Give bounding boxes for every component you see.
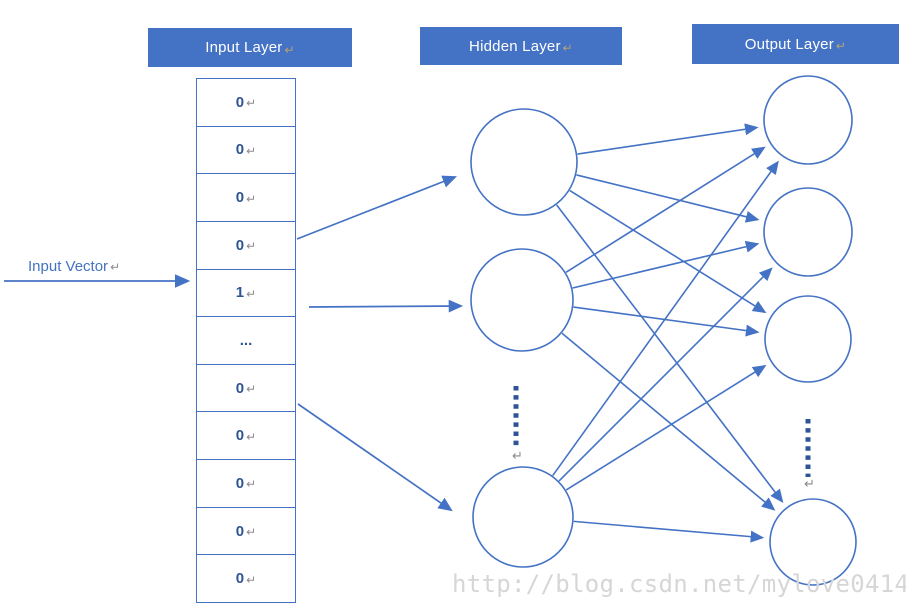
hidden-layer-header: Hidden Layer↵: [420, 27, 622, 65]
input-cell: 0↵: [197, 365, 295, 413]
input-to-hidden-arrow: [308, 299, 464, 313]
hidden-layer-node: [472, 466, 574, 568]
hidden-to-output-connection: [556, 204, 784, 504]
hidden-to-output-connection: [577, 123, 759, 155]
hidden-to-output-connection: [565, 146, 766, 273]
input-cell-value: ...: [239, 332, 253, 350]
hidden-layer-node: [470, 248, 574, 352]
input-cell: 0↵: [197, 127, 295, 175]
hidden-to-output-connection: [558, 267, 773, 482]
input-cell-value: 0: [235, 236, 245, 254]
input-to-hidden-arrow: [296, 175, 458, 240]
input-cell: ...: [197, 317, 295, 365]
return-mark-icon: ↵: [835, 39, 847, 53]
input-cell-value: 0: [235, 570, 245, 588]
input-cell-value: 0: [235, 141, 245, 159]
input-cell-value: 0: [235, 522, 245, 540]
output-layer-node: [769, 498, 857, 586]
hidden-layer-node: [470, 108, 578, 216]
hidden-to-output-connection: [552, 160, 779, 477]
return-mark-icon: ↵: [246, 572, 257, 587]
input-cell-value: 0: [235, 189, 245, 207]
return-mark-icon: ↵: [246, 191, 257, 206]
watermark: http://blog.csdn.net/mylove0414: [452, 570, 906, 598]
input-cell: 0↵: [197, 412, 295, 461]
return-mark-icon: ↵: [246, 525, 257, 540]
input-vector-label-text: Input Vector: [28, 258, 109, 275]
hidden-layer-header-label: Hidden Layer: [469, 37, 561, 55]
return-mark-icon: ↵: [246, 143, 257, 158]
output-layer-node: [763, 187, 853, 277]
hidden-to-output-connection: [565, 364, 767, 491]
input-cell: 0↵: [197, 555, 295, 602]
return-mark-icon: ↵: [110, 260, 121, 274]
input-cell-value: 0: [235, 474, 245, 492]
return-mark-icon: ↵: [804, 476, 815, 491]
input-vector-column: 0↵0↵0↵0↵1↵...0↵0↵0↵0↵0↵: [196, 78, 296, 603]
output-layer-node: [764, 295, 852, 383]
return-mark-icon: ↵: [246, 429, 257, 444]
input-layer-header: Input Layer↵: [148, 28, 352, 67]
return-mark-icon: ↵: [562, 41, 573, 55]
input-cell: 0↵: [197, 508, 295, 556]
input-cell: 0↵: [197, 79, 295, 127]
input-cell: 0↵: [197, 174, 295, 222]
return-mark-icon: ↵: [246, 286, 257, 301]
return-mark-icon: ↵: [512, 448, 523, 463]
output-layer-header: Output Layer↵: [692, 24, 899, 64]
input-cell-value: 0: [235, 427, 245, 445]
output-layer-node: [763, 75, 853, 165]
input-cell: 1↵: [197, 270, 295, 318]
return-mark-icon: ↵: [246, 382, 257, 397]
input-cell-value: 0: [235, 93, 245, 111]
hidden-to-output-connection: [569, 189, 767, 314]
input-cell: 0↵: [197, 222, 295, 270]
return-mark-icon: ↵: [284, 42, 295, 57]
return-mark-icon: ↵: [246, 96, 257, 111]
input-cell-value: 0: [235, 379, 245, 397]
hidden-to-output-connection: [576, 174, 760, 223]
input-to-hidden-arrow: [297, 403, 453, 512]
hidden-to-output-connection: [561, 332, 776, 511]
output-layer-header-label: Output Layer: [744, 35, 834, 53]
input-cell-value: 1: [235, 284, 245, 302]
input-cell: 0↵: [197, 460, 295, 508]
return-mark-icon: ↵: [246, 239, 257, 254]
input-layer-header-label: Input Layer: [205, 39, 283, 56]
input-vector-label: Input Vector↵: [28, 258, 120, 275]
hidden-to-output-connection: [572, 240, 760, 289]
return-mark-icon: ↵: [246, 477, 257, 492]
hidden-to-output-connection: [573, 520, 765, 543]
